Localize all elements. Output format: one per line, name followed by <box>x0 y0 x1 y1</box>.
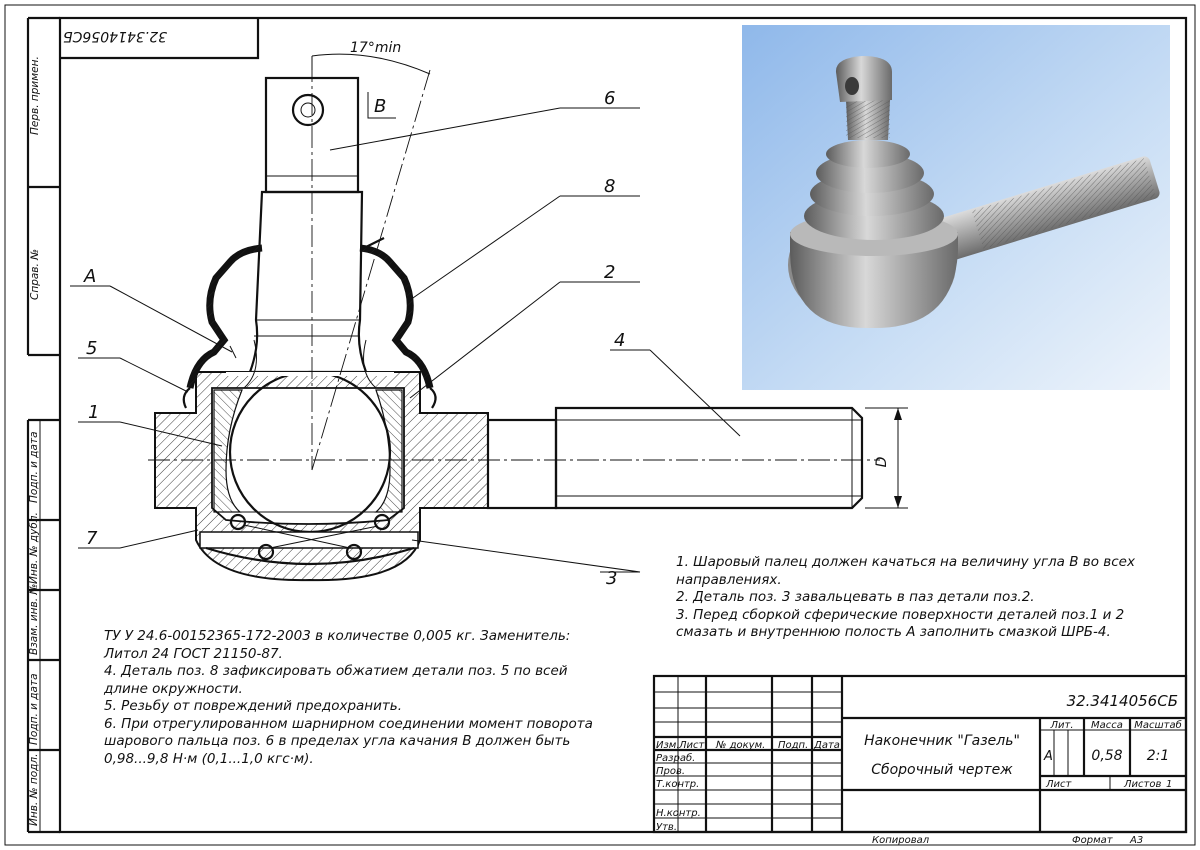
outer-frame <box>4 4 1196 846</box>
callout-3: 3 <box>606 568 617 589</box>
pin-hole <box>291 93 325 127</box>
callout-1: 1 <box>88 402 99 423</box>
dimension-d: D <box>874 456 890 467</box>
note-left-1: ТУ У 24.6-00152365-172-2003 в количестве… <box>104 628 571 644</box>
callout-7: 7 <box>86 528 98 549</box>
strip-sprav: Справ. № <box>29 249 41 300</box>
notes-right: 1. Шаровый палец должен качаться на вели… <box>676 554 1176 642</box>
callout-8: 8 <box>604 176 615 197</box>
view-label: B <box>374 96 386 117</box>
tb-doc-number: 32.3414056СБ <box>1067 692 1178 710</box>
tb-tkontr: Т.контр. <box>656 779 699 790</box>
note-right-3: 2. Деталь поз. 3 завальцевать в паз дета… <box>676 589 1035 605</box>
leader-lines <box>70 107 741 573</box>
render-3d <box>742 25 1170 390</box>
tb-listov-value: 1 <box>1166 779 1172 790</box>
tb-list: Лист <box>1045 779 1073 790</box>
callout-4: 4 <box>614 330 625 351</box>
strip-perv-primen: Перв. примен. <box>29 56 41 135</box>
tb-col-podp: Подп. <box>778 740 808 751</box>
section-label-a: A <box>83 266 96 287</box>
tb-format-value: А3 <box>1129 835 1143 846</box>
callout-5: 5 <box>86 338 97 359</box>
tb-listov: Листов <box>1123 779 1161 790</box>
note-left-2: Литол 24 ГОСТ 21150-87. <box>104 645 283 662</box>
inner-frame <box>58 16 1188 834</box>
note-left-6: 6. При отрегулированном шарнирном соедин… <box>104 715 593 732</box>
tb-col-list: Лист <box>678 740 706 751</box>
tb-massa-value: 0,58 <box>1091 748 1122 764</box>
tb-razrab: Разраб. <box>656 752 695 764</box>
tb-masshtab: Масштаб <box>1134 719 1182 731</box>
note-right-4: 3. Перед сборкой сферические поверхности… <box>676 606 1125 623</box>
tb-col-izm: Изм. <box>656 740 680 751</box>
rotated-number-box: 32.3414056СБ <box>60 18 260 60</box>
strip-podp-data-1: Подп. и дата <box>28 431 40 503</box>
tb-col-dokum: № докум. <box>715 740 765 751</box>
tb-massa: Масса <box>1091 720 1123 731</box>
title-block: 32.3414056СБ Наконечник "Газель" Сборочн… <box>652 674 1188 846</box>
note-right-5: смазать и внутреннюю полость А заполнить… <box>676 624 1111 640</box>
angle-label: 17°min <box>350 40 401 56</box>
note-left-7: шарового пальца поз. 6 в пределах угла к… <box>104 733 571 749</box>
note-right-2: направлениях. <box>676 571 782 588</box>
strip-inv-podl: Инв. № подл. <box>28 754 40 826</box>
callout-6: 6 <box>604 88 615 109</box>
tb-name-2: Сборочный чертеж <box>871 762 1013 778</box>
tb-lit: Лит. <box>1049 720 1073 731</box>
tb-utv: Утв. <box>656 822 677 833</box>
strip-vzam-inv: Взам. инв. № <box>28 584 40 655</box>
note-right-1: 1. Шаровый палец должен качаться на вели… <box>676 554 1135 570</box>
tb-kopiroval: Копировал <box>872 835 930 846</box>
note-left-4: длине окружности. <box>104 680 243 697</box>
tb-masshtab-value: 2:1 <box>1147 748 1170 764</box>
tb-name-1: Наконечник "Газель" <box>864 733 1020 749</box>
strip-inv-dubl: Инв. № дубл. <box>28 512 40 584</box>
note-left-5: 5. Резьбу от повреждений предохранить. <box>104 698 402 714</box>
tb-col-data: Дата <box>813 740 840 751</box>
threaded-shank <box>554 406 864 510</box>
notes-left: ТУ У 24.6-00152365-172-2003 в количестве… <box>104 628 604 768</box>
tb-lit-value: А <box>1043 749 1053 764</box>
note-left-8: 0,98...9,8 Н·м (0,1...1,0 кгс·м). <box>104 750 314 767</box>
left-strip: Перв. примен. Справ. № Подп. и дата Инв.… <box>26 16 60 834</box>
strip-podp-data-2: Подп. и дата <box>28 673 40 745</box>
section-drawing: D 17°min B 6 8 2 4 1 5 7 3 A <box>70 40 908 589</box>
callout-2: 2 <box>604 262 615 283</box>
tb-prov: Пров. <box>656 766 685 777</box>
note-left-3: 4. Деталь поз. 8 зафиксировать обжатием … <box>104 663 568 679</box>
tb-format: Формат <box>1072 835 1114 846</box>
tb-nkontr: Н.контр. <box>656 808 701 819</box>
rotated-drawing-number: 32.3414056СБ <box>63 28 167 44</box>
